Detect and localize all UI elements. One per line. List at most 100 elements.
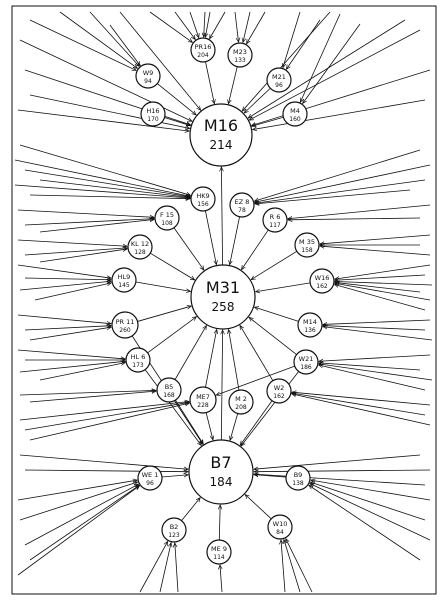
node-value: 136 <box>304 327 316 334</box>
node-label: M16 <box>204 116 238 135</box>
edge-M4-M16 <box>252 116 284 126</box>
border-edge-B7-2 <box>254 454 421 469</box>
node-circle <box>297 312 323 338</box>
border-edge-W2-1 <box>292 393 426 416</box>
node-label: B7 <box>210 453 231 472</box>
border-edge-WE1-0 <box>17 480 137 501</box>
node-value: 214 <box>210 138 233 152</box>
edge-M2-M31 <box>229 330 240 391</box>
node-label: EZ 8 <box>235 198 250 206</box>
edge-W21-ME7 <box>216 365 295 395</box>
node-label: M31 <box>206 278 240 297</box>
border-edge-EZ8-0 <box>254 149 421 201</box>
border-edge-M21-0 <box>283 11 301 68</box>
node-circle <box>229 192 255 218</box>
edge-PR11-M31 <box>137 306 191 322</box>
border-edge-HK9-5 <box>29 194 190 199</box>
edge-W2-B7 <box>240 400 273 445</box>
border-edge-B7-4 <box>254 474 426 486</box>
edge-F15-M31 <box>173 227 204 270</box>
node-value: 123 <box>168 532 180 539</box>
border-edge-W16-2 <box>335 281 433 286</box>
node-label: M14 <box>303 318 317 326</box>
node-value: 170 <box>147 116 159 123</box>
border-edge-HK9-0 <box>19 144 191 195</box>
node-label: ME 9 <box>211 545 227 553</box>
border-edge-M14-0 <box>323 319 431 324</box>
node-circle <box>190 37 216 63</box>
border-edge-M16-7 <box>248 19 406 118</box>
node-value: 260 <box>119 327 131 334</box>
node-circle <box>111 267 137 293</box>
edge-M14-M31 <box>254 307 299 322</box>
node-value: 145 <box>118 282 130 289</box>
border-edge-M4-1 <box>303 23 361 103</box>
border-edge-HL9-3 <box>34 283 111 301</box>
border-edge-R6-1 <box>288 218 421 220</box>
border-edge-B5-1 <box>29 391 156 403</box>
edge-W21-M31 <box>249 317 297 355</box>
node-value: 156 <box>197 201 209 208</box>
node-circle <box>309 268 335 294</box>
edge-B2-B7 <box>181 498 201 521</box>
node-value: 184 <box>210 475 233 489</box>
border-edge-M16-0 <box>19 39 192 122</box>
node-value: 258 <box>212 300 235 314</box>
border-edge-W9-0 <box>59 11 137 68</box>
node-circle <box>190 264 256 330</box>
border-edge-M35-0 <box>320 234 431 244</box>
border-edge-B9-3 <box>309 485 421 561</box>
node-label: PR 11 <box>116 318 135 326</box>
node-circle <box>127 234 153 260</box>
edge-HL6-M31 <box>147 317 197 354</box>
border-edge-W21-0 <box>319 354 431 361</box>
border-edge-W10-1 <box>284 539 301 593</box>
border-edge-M16-3 <box>17 109 189 131</box>
border-edge-B2-0 <box>139 541 168 593</box>
border-edge-HL6-0 <box>17 349 125 359</box>
border-edge-HK9-3 <box>39 179 190 197</box>
node-value: 96 <box>146 480 154 487</box>
node-circle <box>140 101 166 127</box>
edge-M31-M16 <box>221 167 222 266</box>
border-edge-HL6-3 <box>39 363 125 381</box>
node-label: B9 <box>294 471 303 479</box>
edge-W16-M31 <box>256 282 311 292</box>
border-edge-PR16-4 <box>210 11 226 39</box>
edge-HL9-M31 <box>135 281 191 291</box>
border-edge-WE1-3 <box>29 485 139 561</box>
node-circle <box>266 67 292 93</box>
edge-EZ8-M31 <box>230 216 240 265</box>
border-edge-KL12-0 <box>17 239 127 246</box>
node-circle <box>294 232 320 258</box>
border-edge-M16-5 <box>252 69 431 125</box>
edge-W10-B7 <box>245 495 272 520</box>
node-value: 204 <box>197 52 209 59</box>
node-value: 96 <box>275 82 283 89</box>
node-label: M21 <box>272 73 286 81</box>
border-edge-EZ8-3 <box>255 189 411 204</box>
border-edge-W10-2 <box>286 539 313 593</box>
border-edge-PR16-2 <box>189 11 199 38</box>
node-value: 117 <box>269 222 281 229</box>
border-edge-W10-0 <box>281 540 286 593</box>
edge-M2-B7 <box>230 413 239 441</box>
edge-KL12-M31 <box>150 252 194 280</box>
node-value: 186 <box>300 364 312 371</box>
node-value: 228 <box>197 402 209 409</box>
node-label: HL9 <box>118 273 131 281</box>
border-edge-F15-1 <box>24 219 154 226</box>
